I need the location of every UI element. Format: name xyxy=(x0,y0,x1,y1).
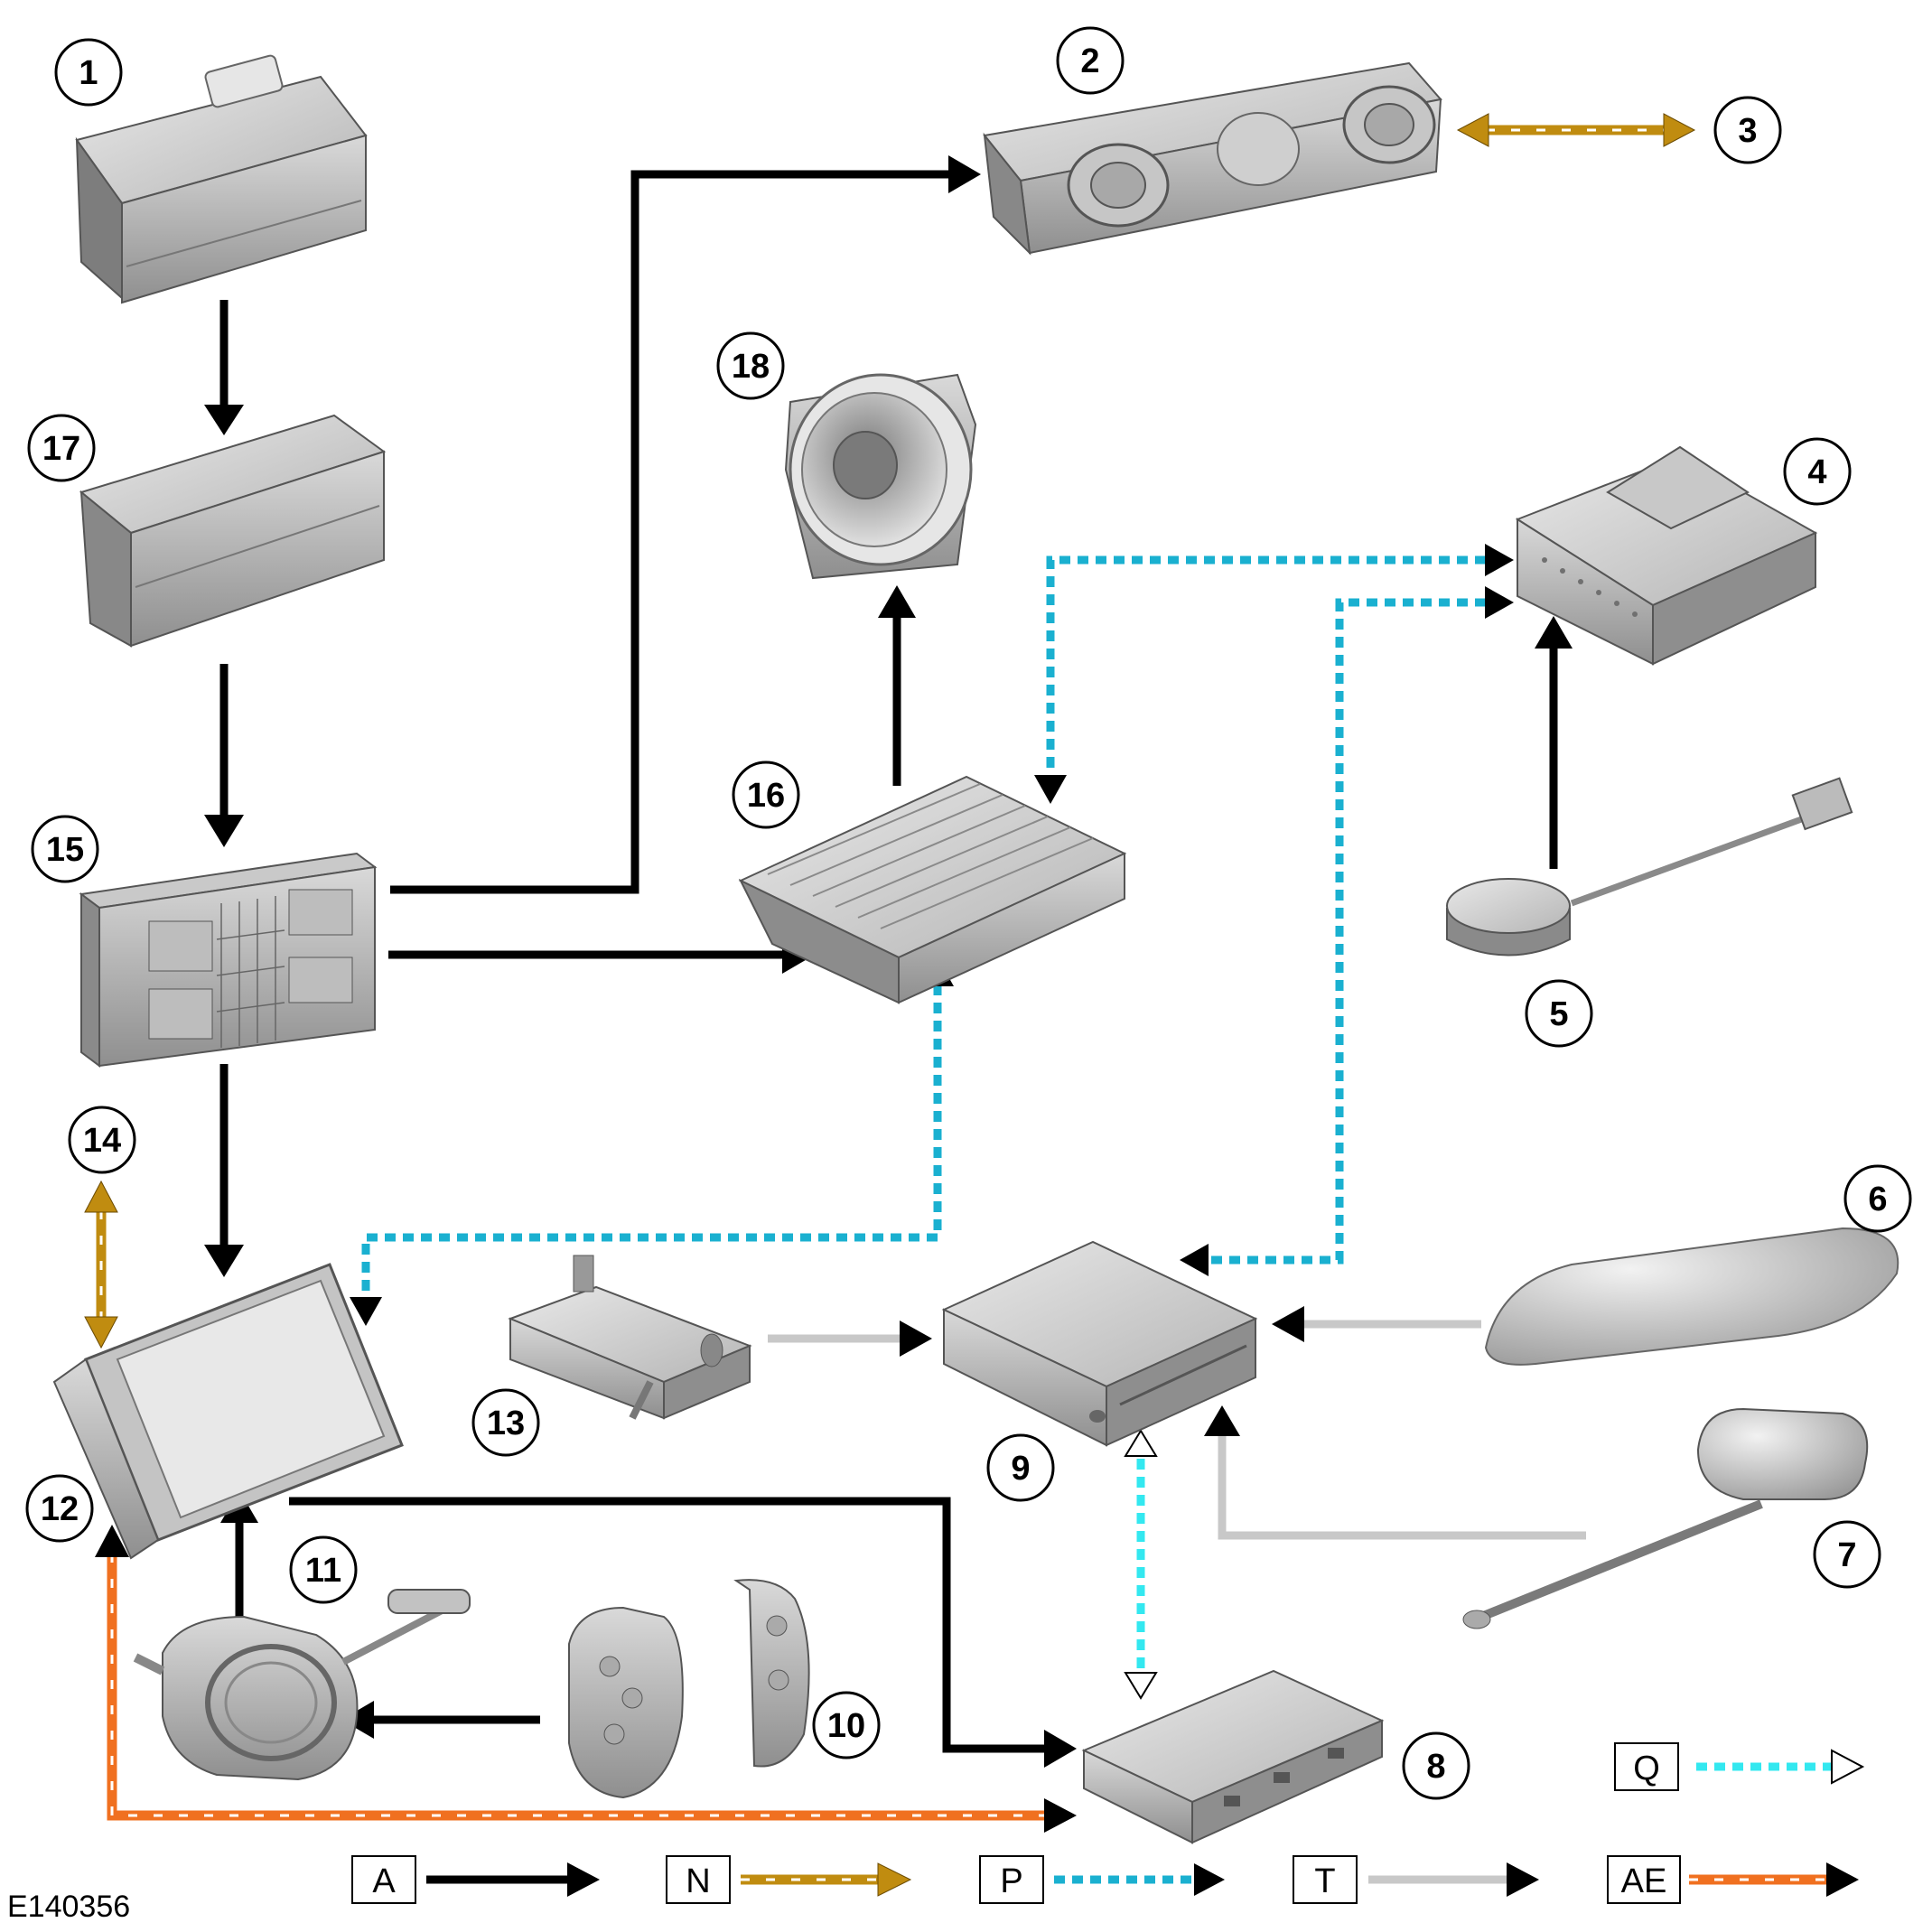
svg-text:6: 6 xyxy=(1868,1181,1887,1218)
touchscreen-illustration xyxy=(52,1263,404,1560)
svg-text:13: 13 xyxy=(487,1405,525,1442)
module-illustration xyxy=(1081,1669,1385,1844)
callout-14: 14 xyxy=(68,1106,136,1174)
link-10-to-11 xyxy=(341,1701,540,1739)
svg-text:12: 12 xyxy=(41,1490,79,1528)
callout-2: 2 xyxy=(1056,26,1125,95)
link-4-to-16-blue xyxy=(1034,544,1514,804)
callout-6: 6 xyxy=(1843,1164,1912,1233)
link-13-to-9-grey xyxy=(768,1321,932,1357)
callout-8: 8 xyxy=(1402,1731,1470,1800)
legend-item-a: A xyxy=(351,1855,600,1904)
speaker-illustration xyxy=(784,373,977,580)
antenna-amplifier-illustration xyxy=(1446,777,1853,957)
callout-17: 17 xyxy=(27,414,96,482)
svg-text:AE: AE xyxy=(1621,1862,1667,1900)
svg-text:T: T xyxy=(1314,1862,1335,1900)
svg-text:N: N xyxy=(686,1862,710,1900)
roof-antenna-illustration xyxy=(1484,1227,1899,1366)
svg-text:1: 1 xyxy=(79,54,98,92)
callout-3: 3 xyxy=(1713,96,1782,164)
amplifier-illustration xyxy=(738,775,1127,1004)
legend-item-q: Q xyxy=(1614,1742,1865,1791)
callout-4: 4 xyxy=(1783,437,1852,506)
callout-7: 7 xyxy=(1813,1520,1881,1589)
link-5-to-4 xyxy=(1535,616,1573,869)
svg-text:14: 14 xyxy=(83,1122,121,1160)
link-17-to-15 xyxy=(204,664,244,847)
link-15-to-12 xyxy=(204,1064,244,1277)
svg-text:4: 4 xyxy=(1807,453,1826,491)
module-illustration xyxy=(508,1255,752,1420)
link-6-to-9-grey xyxy=(1272,1306,1481,1342)
link-14-to-12-gold xyxy=(84,1180,118,1349)
callout-15: 15 xyxy=(31,815,99,883)
control-panel-illustration xyxy=(983,61,1442,256)
link-4-to-9-blue xyxy=(1180,586,1514,1276)
link-8-to-12-orange xyxy=(95,1525,1077,1833)
svg-text:A: A xyxy=(372,1862,396,1900)
callout-11: 11 xyxy=(289,1535,358,1604)
svg-text:5: 5 xyxy=(1549,995,1568,1033)
junction-box-illustration xyxy=(79,414,387,648)
callout-9: 9 xyxy=(986,1433,1055,1502)
callout-16: 16 xyxy=(732,761,800,829)
link-16-to-18 xyxy=(878,585,916,786)
clockspring-illustration xyxy=(133,1589,471,1781)
callout-1: 1 xyxy=(54,38,123,107)
link-15-to-16 xyxy=(388,936,815,974)
svg-text:16: 16 xyxy=(747,777,785,815)
svg-text:18: 18 xyxy=(732,348,770,386)
battery-illustration xyxy=(75,54,368,304)
svg-text:7: 7 xyxy=(1837,1536,1856,1574)
svg-text:3: 3 xyxy=(1738,112,1757,150)
media-module-illustration xyxy=(941,1240,1258,1447)
link-1-to-17 xyxy=(204,300,244,435)
svg-text:9: 9 xyxy=(1011,1450,1030,1488)
svg-text:8: 8 xyxy=(1426,1748,1445,1786)
svg-text:P: P xyxy=(1000,1862,1022,1900)
svg-text:2: 2 xyxy=(1080,42,1099,80)
callout-12: 12 xyxy=(25,1474,94,1543)
link-2-to-3-gold xyxy=(1456,113,1696,147)
svg-text:11: 11 xyxy=(305,1552,341,1590)
legend-item-p: P xyxy=(979,1855,1225,1904)
link-16-to-12-blue xyxy=(350,957,954,1326)
link-15-to-2 xyxy=(390,155,981,894)
callout-18: 18 xyxy=(716,331,785,400)
legend-item-n: N xyxy=(666,1855,912,1904)
callout-10: 10 xyxy=(812,1691,881,1759)
link-7-to-9-grey xyxy=(1204,1405,1586,1540)
link-9-to-8-cyan xyxy=(1124,1429,1158,1700)
link-12-to-8 xyxy=(289,1497,1077,1768)
fuse-box-illustration xyxy=(79,852,378,1068)
svg-text:15: 15 xyxy=(46,831,84,869)
module-illustration xyxy=(1515,445,1818,666)
svg-text:Q: Q xyxy=(1633,1750,1660,1787)
gps-antenna-illustration xyxy=(1462,1407,1869,1629)
svg-text:17: 17 xyxy=(42,430,80,468)
steering-wheel-switches-illustration xyxy=(568,1579,810,1799)
figure-reference-id: E140356 xyxy=(7,1890,130,1924)
callout-5: 5 xyxy=(1525,979,1593,1048)
legend-item-t: T xyxy=(1293,1855,1539,1904)
svg-text:10: 10 xyxy=(827,1707,865,1745)
callout-13: 13 xyxy=(471,1388,540,1457)
legend-item-ae: AE xyxy=(1607,1855,1859,1904)
